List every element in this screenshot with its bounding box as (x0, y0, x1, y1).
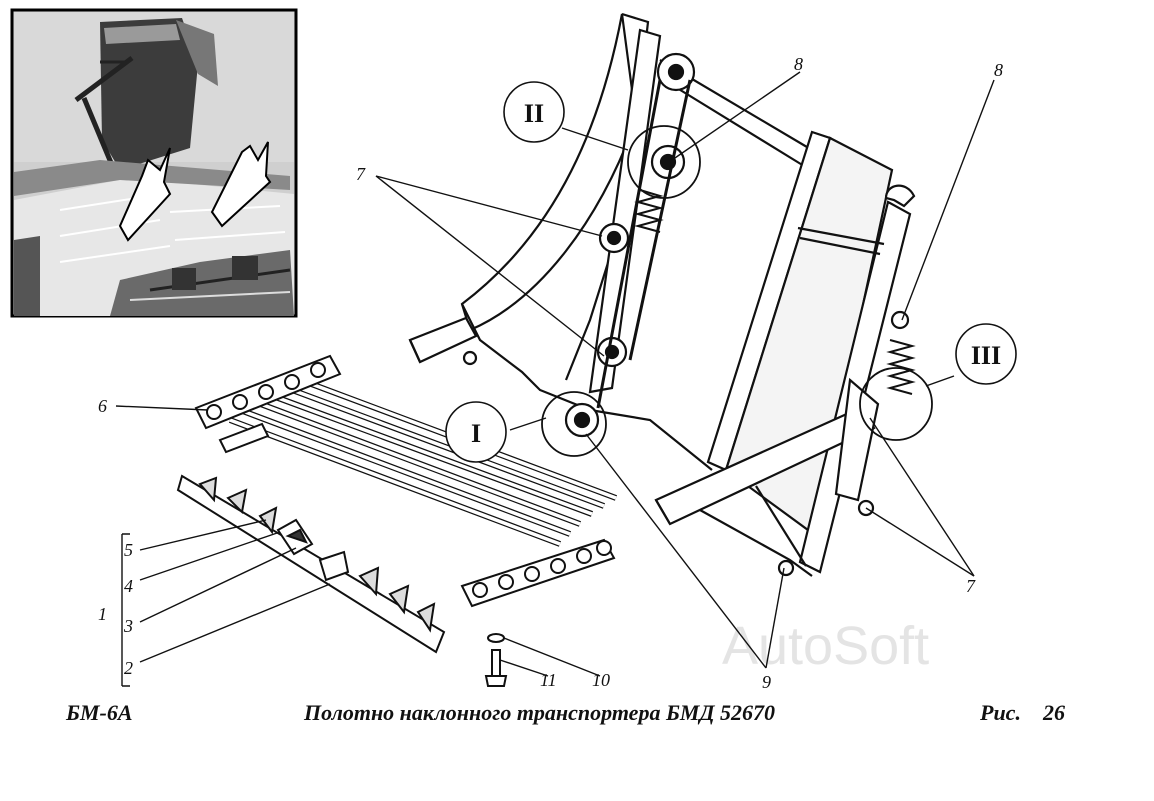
callout-3: 3 (123, 616, 133, 636)
svg-text:III: III (971, 341, 1001, 370)
callout-II: II (503, 81, 565, 143)
svg-text:II: II (524, 99, 544, 128)
svg-text:I: I (471, 419, 481, 448)
watermark: AutoSoft (722, 616, 929, 676)
figure-number-value: 26 (1042, 700, 1065, 725)
conveyor-frame (408, 12, 916, 577)
callout-III: III (955, 323, 1017, 385)
callout-7-right: 7 (966, 576, 976, 596)
callout-2: 2 (124, 658, 133, 678)
callout-9: 9 (762, 672, 771, 692)
callout-10: 10 (592, 670, 610, 690)
figure-title: Полотно наклонного транспортера БМД 5267… (304, 700, 776, 725)
callout-8-top: 8 (794, 54, 803, 74)
detail-circles (541, 125, 933, 457)
callout-4: 4 (124, 576, 133, 596)
bolt-and-washer (484, 633, 508, 687)
callout-I: I (445, 401, 507, 463)
callout-11: 11 (540, 670, 557, 690)
callout-1: 1 (98, 604, 107, 624)
callout-5: 5 (124, 540, 133, 560)
figure-word: Рис. (980, 700, 1021, 725)
rubber-slat (176, 474, 446, 654)
conveyor-slat-assembly (194, 354, 618, 608)
figure-number: Рис. 26 (980, 700, 1065, 726)
model-label: БМ-6А (66, 700, 133, 725)
callout-6: 6 (98, 396, 107, 416)
callout-8-right: 8 (994, 60, 1003, 80)
leader-lines (115, 71, 995, 687)
inset-photo (10, 8, 298, 318)
callout-7-left: 7 (356, 164, 366, 184)
